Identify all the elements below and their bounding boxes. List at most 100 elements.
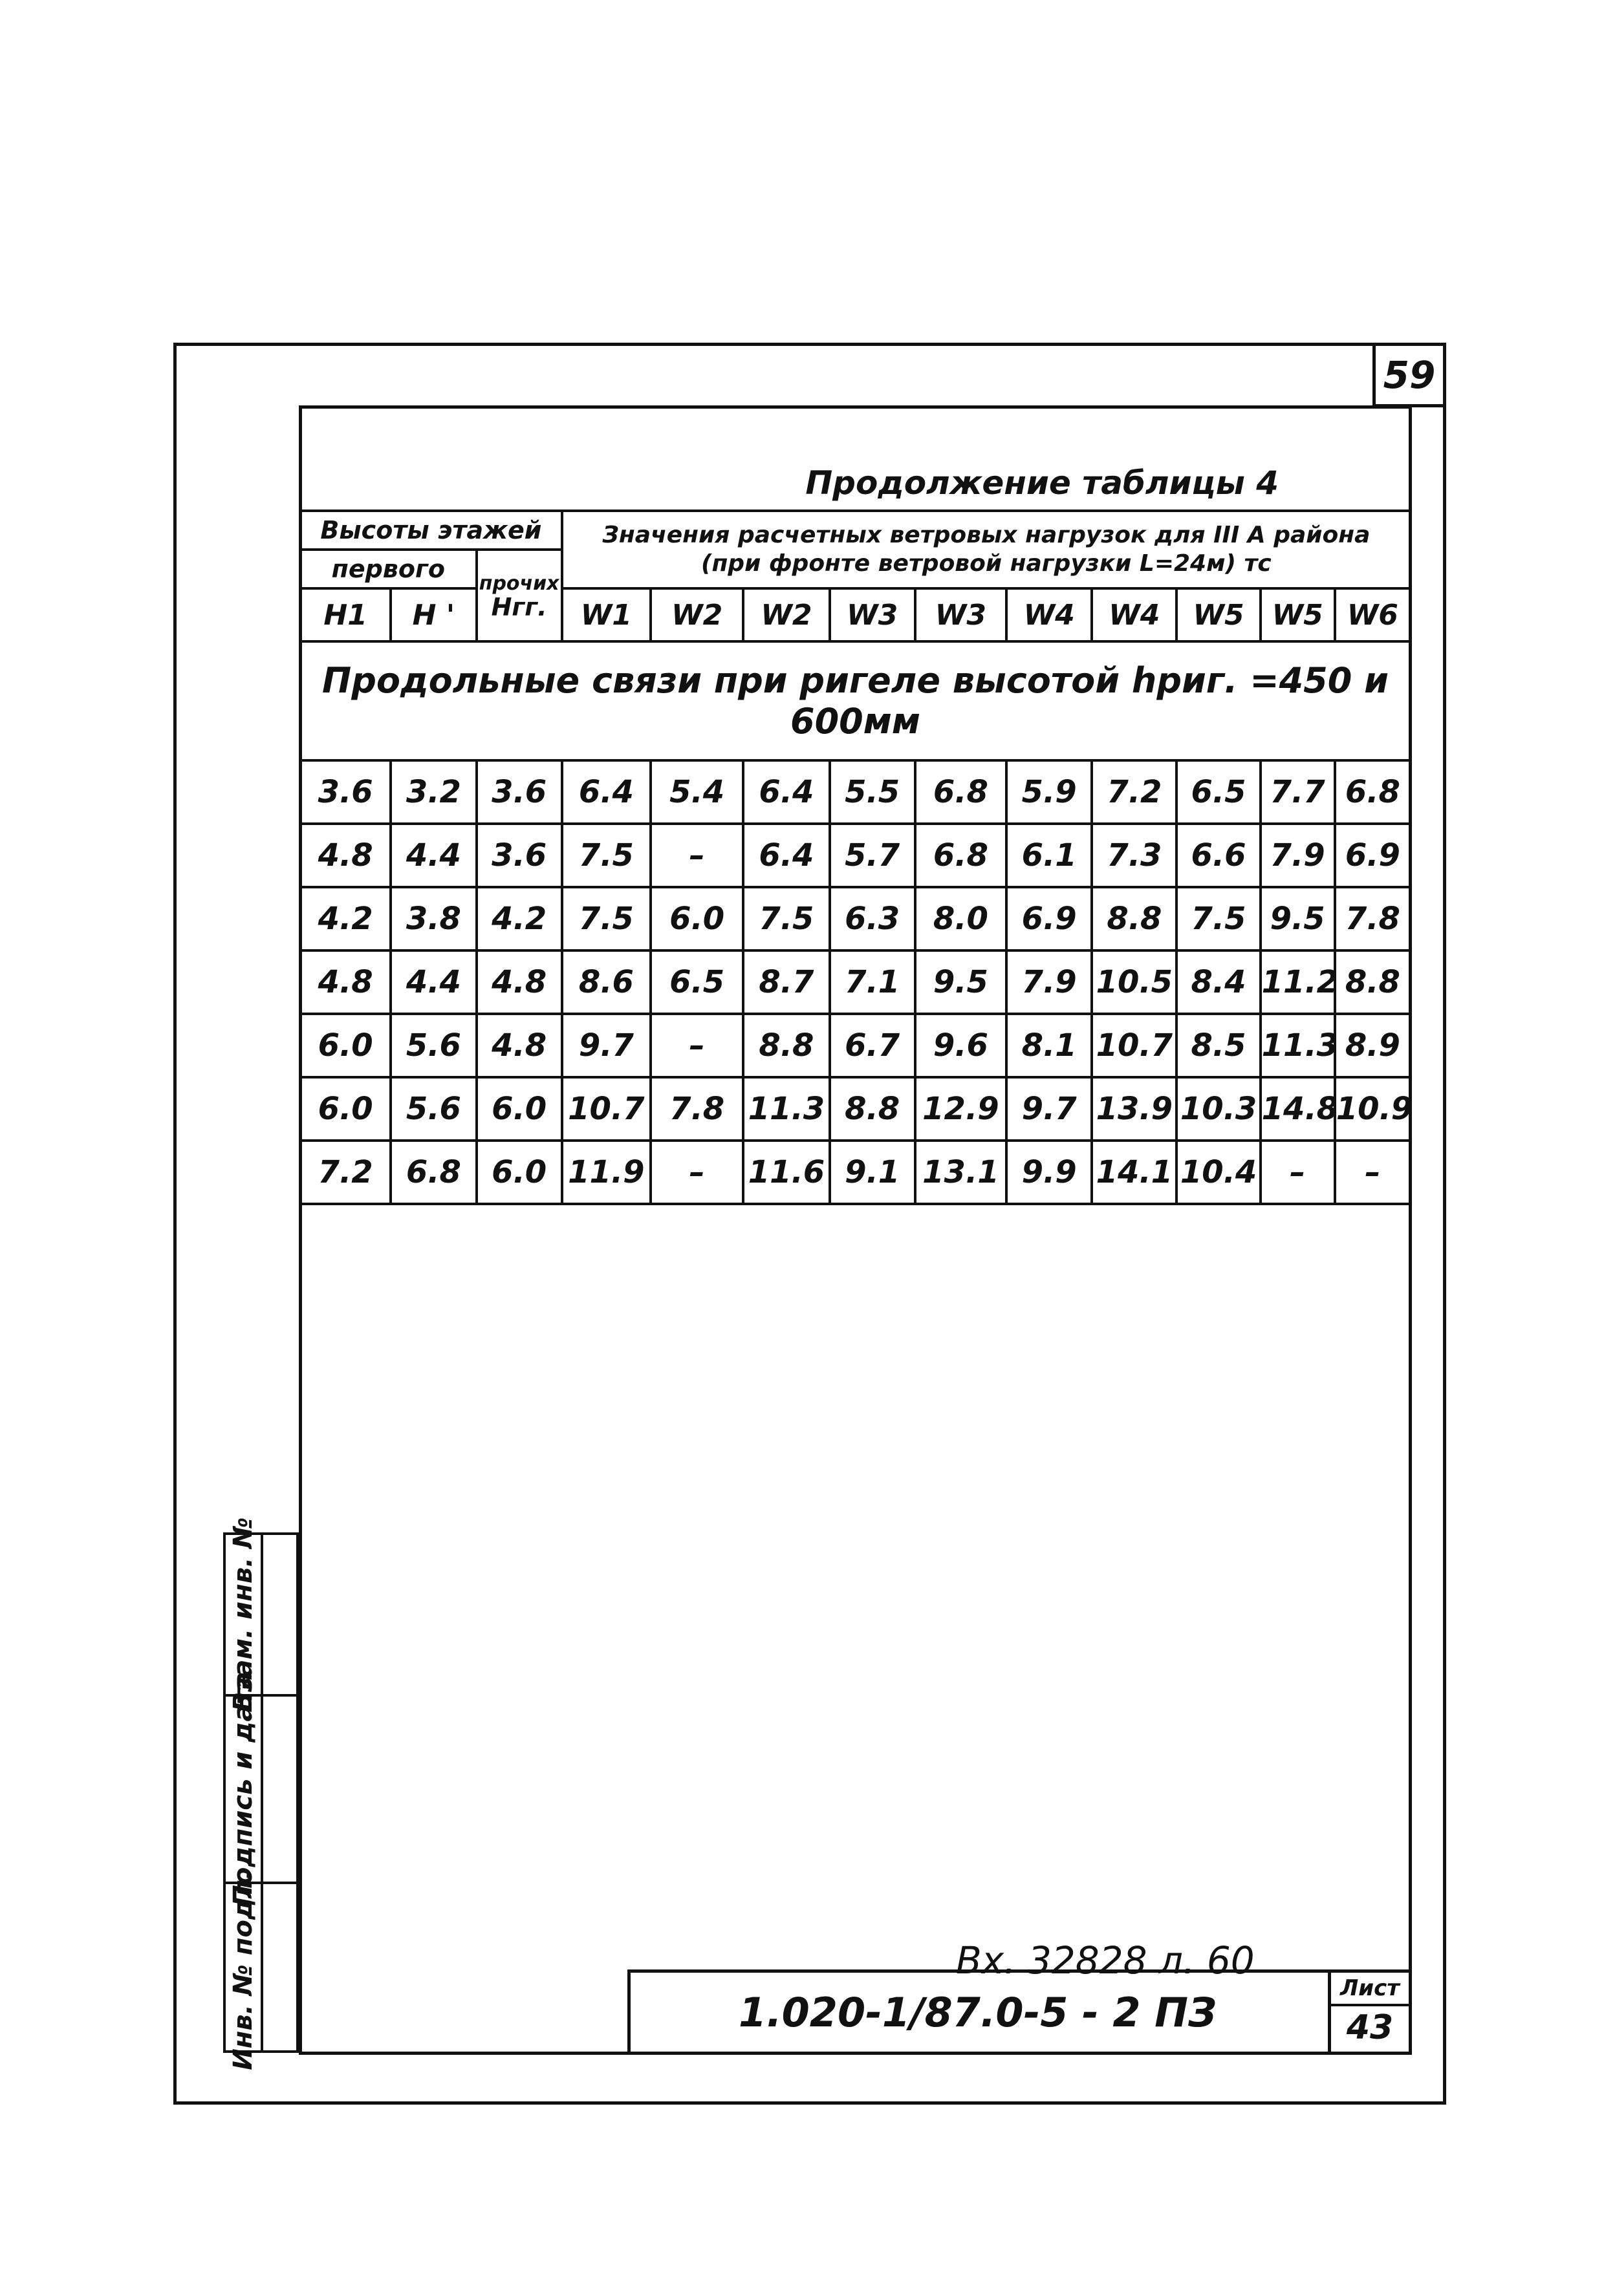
outer-frame <box>173 343 1446 2105</box>
table-cell: 14.8 <box>1259 1076 1336 1142</box>
load-col-header: W5 <box>1259 587 1336 643</box>
table-cell: 7.7 <box>1259 759 1336 825</box>
col-h1-header: H1 <box>298 587 393 643</box>
load-col-header: W3 <box>913 587 1008 643</box>
other-floors-label: прочих <box>479 572 559 595</box>
table-cell: 8.6 <box>560 949 652 1015</box>
table-cell: 6.4 <box>742 759 831 825</box>
table-cell: 11.9 <box>560 1139 652 1205</box>
loads-header-line1: Значения расчетных ветровых нагрузок для… <box>602 522 1371 548</box>
table-bottom-rule <box>300 1203 1411 1207</box>
side-cell <box>263 1535 301 1697</box>
table-cell: 8.8 <box>1333 949 1413 1015</box>
table-cell: 6.8 <box>913 759 1008 825</box>
table-cell: 7.1 <box>828 949 916 1015</box>
table-cell: 10.9 <box>1333 1076 1413 1142</box>
table-cell: 8.5 <box>1175 1013 1262 1078</box>
sheet-number: 59 <box>1372 343 1446 407</box>
table-cell: 7.5 <box>742 886 831 952</box>
table-cell: 5.5 <box>828 759 916 825</box>
table-cell: 3.8 <box>389 886 478 952</box>
table-cell: 6.5 <box>649 949 745 1015</box>
table-cell: 6.9 <box>1005 886 1094 952</box>
table-cell: 8.4 <box>1175 949 1262 1015</box>
table-cell: 8.8 <box>1090 886 1178 952</box>
table-cell: 4.8 <box>298 949 393 1015</box>
table-cell: 3.6 <box>475 759 563 825</box>
table-cell: 9.9 <box>1005 1139 1094 1205</box>
title-block: 1.020-1/87.0-5 - 2 ПЗ Лист 43 <box>627 1969 1412 2055</box>
table-cell: 4.2 <box>298 886 393 952</box>
table-cell: 5.6 <box>389 1076 478 1142</box>
table-cell: 7.2 <box>1090 759 1178 825</box>
load-col-header: W6 <box>1333 587 1413 643</box>
table-cell: 6.5 <box>1175 759 1262 825</box>
col-hfl-label: Hгг. <box>491 593 547 621</box>
table-cell: 5.4 <box>649 759 745 825</box>
table-cell: 8.7 <box>742 949 831 1015</box>
table-cell: 6.8 <box>389 1139 478 1205</box>
other-floors-header: прочих Hгг. <box>475 548 563 643</box>
table-cell: 7.9 <box>1005 949 1094 1015</box>
loads-header-line2: (при фронте ветровой нагрузки L=24м) тс <box>700 550 1272 577</box>
table-cell: 6.0 <box>298 1076 393 1142</box>
sheet-label: Лист <box>1331 1973 1409 2006</box>
table-cell: 14.1 <box>1090 1139 1178 1205</box>
table-cell: 11.3 <box>1259 1013 1336 1078</box>
side-cell: Подпись и дата <box>226 1671 261 1907</box>
table-cell: – <box>1259 1139 1336 1205</box>
table-cell: 5.7 <box>828 822 916 888</box>
table-cell: 6.0 <box>475 1076 563 1142</box>
load-col-header: W5 <box>1175 587 1262 643</box>
side-stamp-values <box>263 1535 301 2050</box>
table-cell: 9.5 <box>913 949 1008 1015</box>
table-cell: 10.4 <box>1175 1139 1262 1205</box>
table-cell: 9.6 <box>913 1013 1008 1078</box>
load-col-header: W4 <box>1090 587 1178 643</box>
section-title: Продольные связи при ригеле высотой hриг… <box>299 640 1412 762</box>
table-cell: 3.6 <box>475 822 563 888</box>
side-stamp-labels: Взам. инв. № Подпись и дата Инв. № подл. <box>226 1518 263 2070</box>
table-cell: 6.4 <box>560 759 652 825</box>
table-cell: 7.2 <box>298 1139 393 1205</box>
col-h-header: H ' <box>389 587 478 643</box>
table-cell: 8.9 <box>1333 1013 1413 1078</box>
side-label-inventory: Инв. № подл. <box>228 1869 258 2070</box>
table-cell: 8.8 <box>828 1076 916 1142</box>
table-cell: 7.8 <box>1333 886 1413 952</box>
load-col-header: W4 <box>1005 587 1094 643</box>
load-col-header: W2 <box>649 587 745 643</box>
table-cell: 12.9 <box>913 1076 1008 1142</box>
table-cell: 4.8 <box>298 822 393 888</box>
table-cell: 4.4 <box>389 822 478 888</box>
side-cell: Взам. инв. № <box>226 1518 261 1711</box>
load-col-header: W1 <box>560 587 652 643</box>
table-cell: 11.6 <box>742 1139 831 1205</box>
table-cell: 10.3 <box>1175 1076 1262 1142</box>
heights-group-header: Высоты этажей <box>299 510 563 551</box>
table-cell: 7.5 <box>560 822 652 888</box>
table-cell: 6.9 <box>1333 822 1413 888</box>
table-cell: 6.4 <box>742 822 831 888</box>
table-cell: 5.6 <box>389 1013 478 1078</box>
table-cell: 9.7 <box>1005 1076 1094 1142</box>
table-cell: 9.1 <box>828 1139 916 1205</box>
table-cell: 6.7 <box>828 1013 916 1078</box>
table-cell: 8.1 <box>1005 1013 1094 1078</box>
document-code: 1.020-1/87.0-5 - 2 ПЗ <box>738 1988 1217 2036</box>
table-cell: 5.9 <box>1005 759 1094 825</box>
table-cell: 4.8 <box>475 1013 563 1078</box>
sheet-page-number: 43 <box>1346 2008 1394 2047</box>
table-cell: 6.1 <box>1005 822 1094 888</box>
table-cell: 10.7 <box>1090 1013 1178 1078</box>
table-cell: 11.2 <box>1259 949 1336 1015</box>
table-cell: 6.0 <box>475 1139 563 1205</box>
table-cell: 9.5 <box>1259 886 1336 952</box>
table-cell: 11.3 <box>742 1076 831 1142</box>
table-cell: – <box>649 1139 745 1205</box>
